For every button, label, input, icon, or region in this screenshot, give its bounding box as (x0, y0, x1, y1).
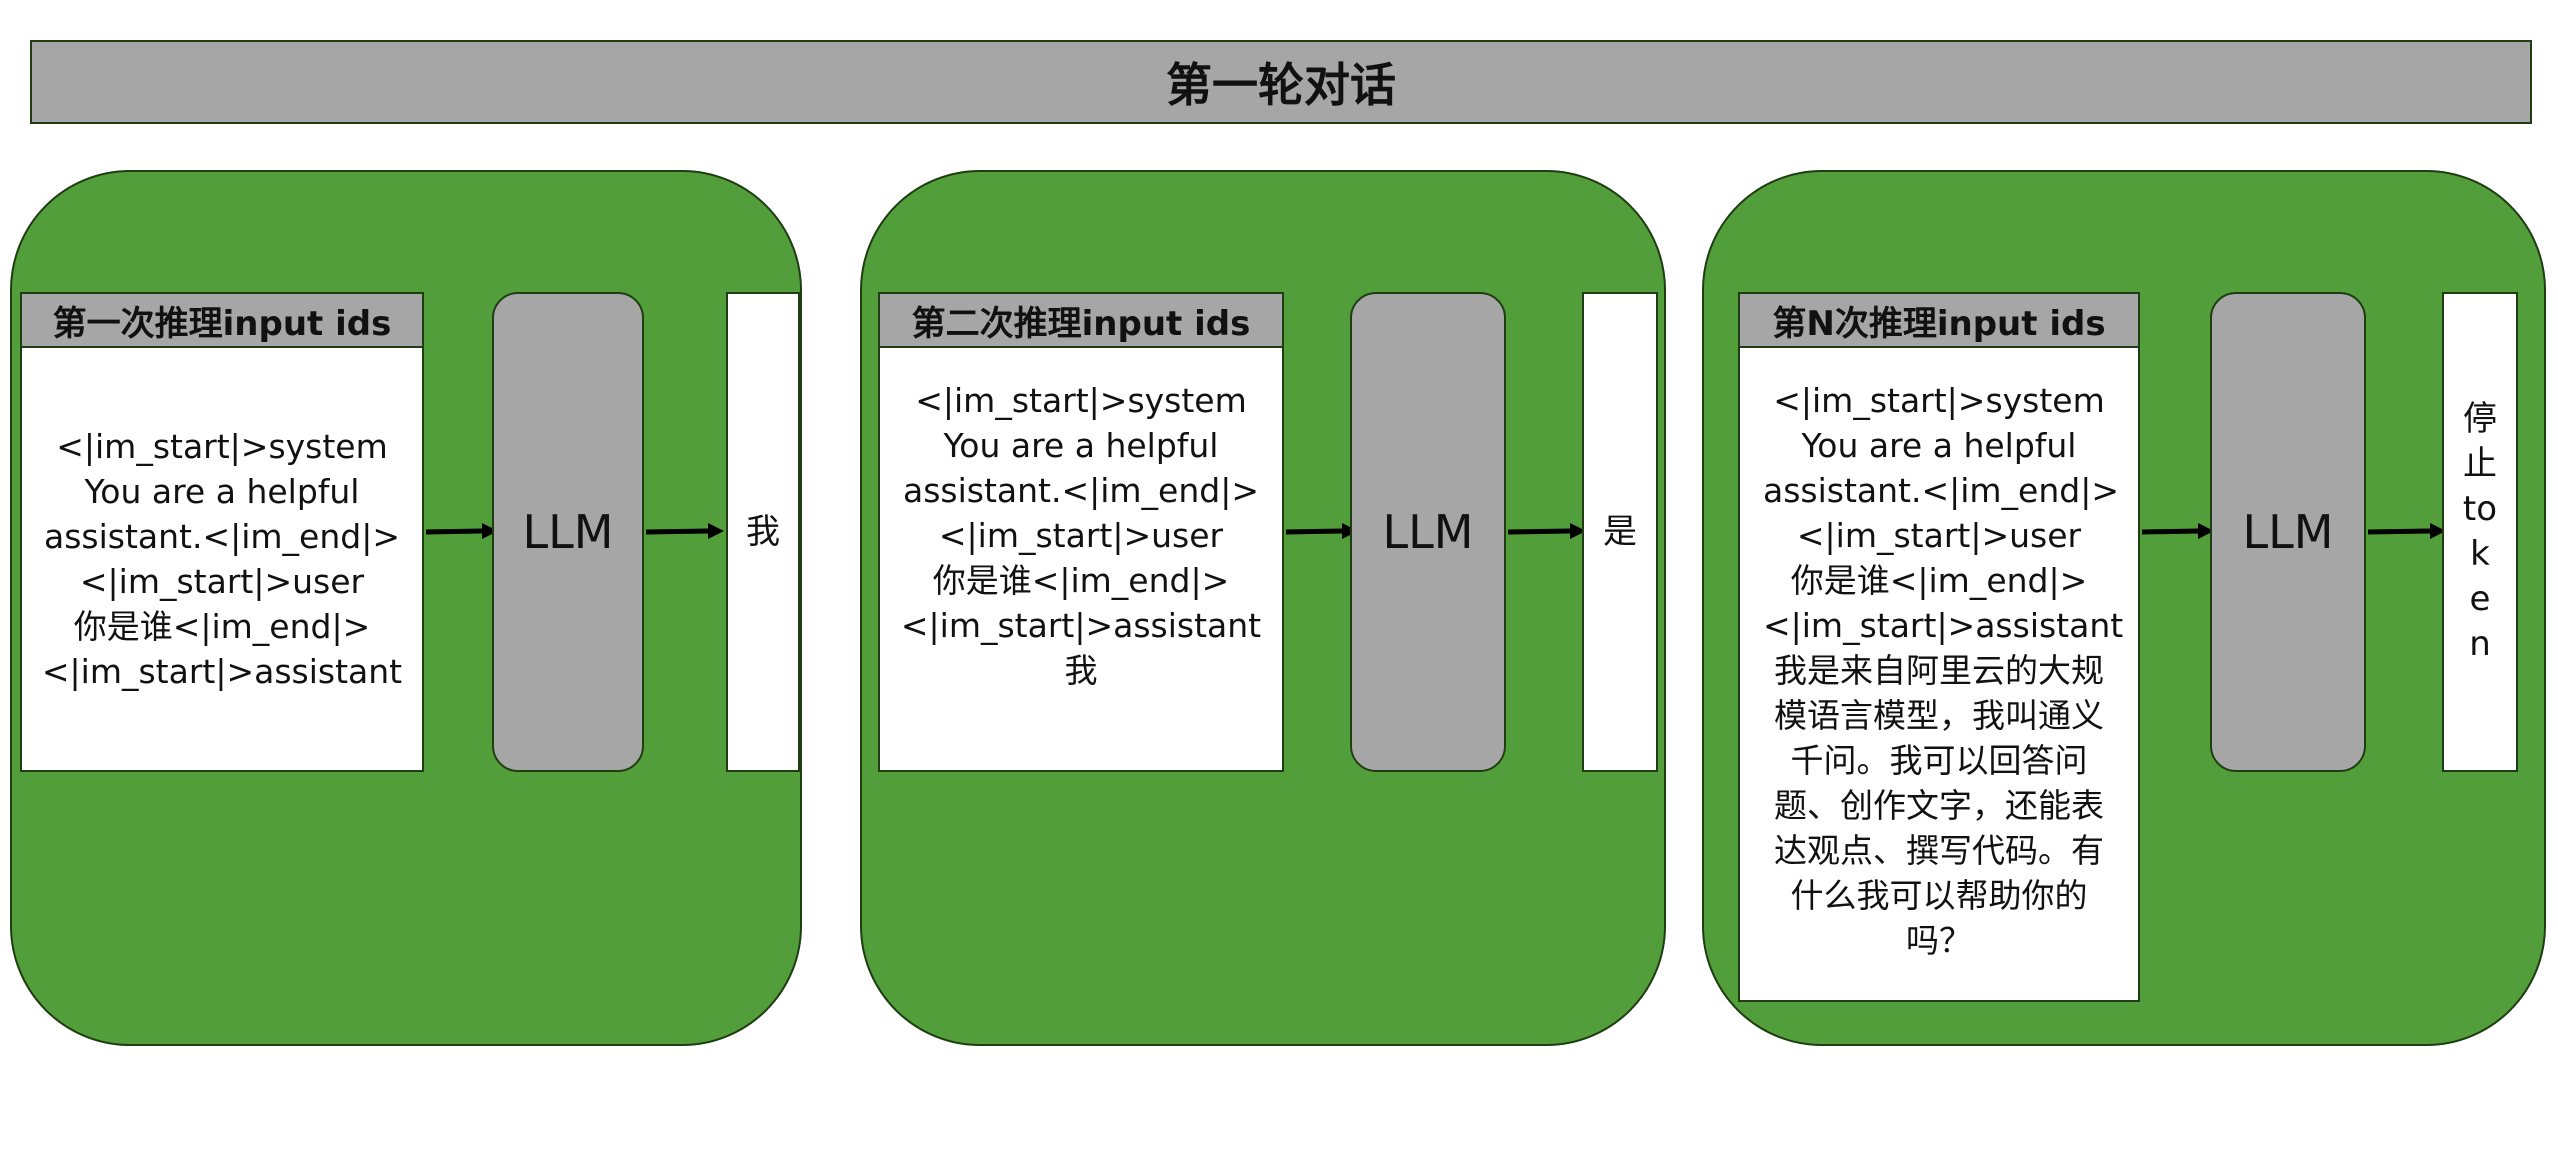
input-line: 你是谁<|im_end|> (1790, 561, 2088, 600)
input-line: 你是谁<|im_end|> (73, 607, 371, 646)
output-token: 是 (1603, 511, 1637, 552)
output-token-box-2: 是 (1582, 292, 1658, 772)
input-ids-header-3: 第N次推理input ids (1740, 294, 2138, 348)
input-line: assistant.<|im_end|> (43, 517, 400, 556)
input-line: <|im_start|>user (1796, 516, 2082, 555)
output-token: k (2470, 534, 2490, 574)
input-ids-box-3: 第N次推理input ids <|im_start|>system You ar… (1738, 292, 2140, 1002)
arrow-to-llm-2 (1285, 523, 1358, 539)
input-ids-header-2: 第二次推理input ids (880, 294, 1282, 348)
arrow-to-llm-3 (2141, 523, 2214, 539)
input-line: assistant.<|im_end|> (902, 471, 1259, 510)
input-line: <|im_start|>assistant (41, 652, 403, 691)
input-line: You are a helpful (1801, 426, 2077, 465)
input-ids-box-1: 第一次推理input ids <|im_start|>system You ar… (20, 292, 424, 772)
llm-block-2: LLM (1350, 292, 1506, 772)
output-token: e (2469, 579, 2491, 619)
arrow-to-llm-1 (425, 523, 498, 539)
input-line: <|im_start|>assistant (900, 606, 1262, 645)
output-token-box-3: 停 止 to k e n (2442, 292, 2518, 772)
arrow-to-output-3 (2367, 523, 2446, 539)
inference-panel-3: 第N次推理input ids <|im_start|>system You ar… (1702, 170, 2546, 1046)
input-ids-text-3: <|im_start|>system You are a helpful ass… (1740, 348, 2138, 1000)
input-ids-header-1: 第一次推理input ids (22, 294, 422, 348)
input-line: <|im_start|>assistant (1763, 606, 2124, 645)
diagram-title: 第一轮对话 (30, 40, 2532, 124)
output-token: 停 (2463, 399, 2497, 439)
output-token: to (2462, 489, 2498, 529)
input-line: <|im_start|>system (56, 427, 388, 466)
input-line: You are a helpful (943, 426, 1219, 465)
input-line: 你是谁<|im_end|> (932, 561, 1230, 600)
input-ids-text-1: <|im_start|>system You are a helpful ass… (22, 348, 422, 770)
arrow-to-output-1 (645, 523, 724, 539)
input-ids-text-2: <|im_start|>system You are a helpful ass… (880, 348, 1282, 770)
input-line: You are a helpful (84, 472, 360, 511)
input-line: assistant.<|im_end|> (1763, 471, 2119, 510)
llm-block-3: LLM (2210, 292, 2366, 772)
input-line: <|im_start|>user (938, 516, 1224, 555)
output-token-box-1: 我 (726, 292, 800, 772)
input-line: <|im_start|>system (1773, 381, 2105, 420)
output-token: 止 (2463, 444, 2497, 484)
llm-block-1: LLM (492, 292, 644, 772)
input-line: <|im_start|>system (915, 381, 1247, 420)
output-token: n (2469, 624, 2491, 664)
input-line: <|im_start|>user (79, 562, 365, 601)
inference-panel-1: 第一次推理input ids <|im_start|>system You ar… (10, 170, 802, 1046)
input-ids-box-2: 第二次推理input ids <|im_start|>system You ar… (878, 292, 1284, 772)
inference-panel-2: 第二次推理input ids <|im_start|>system You ar… (860, 170, 1666, 1046)
input-line: 我 (1064, 651, 1098, 690)
output-token: 我 (746, 511, 780, 552)
input-line-response: 我是来自阿里云的大规模语言模型，我叫通义千问。我可以回答问题、创作文字，还能表达… (1774, 651, 2104, 960)
arrow-to-output-2 (1507, 523, 1586, 539)
